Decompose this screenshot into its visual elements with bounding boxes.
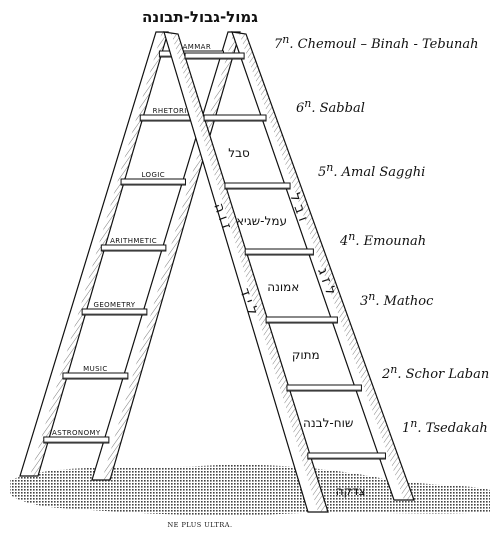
left-rung: MUSIC xyxy=(63,365,128,379)
left-rung: GEOMETRY xyxy=(82,301,147,315)
ground-shading xyxy=(10,465,490,516)
hebrew-step-word: שוח-לבנה xyxy=(303,416,353,430)
step-label: 5n. Amal Sagghi xyxy=(318,161,425,180)
step-superscript: n xyxy=(282,33,289,46)
step-name: . Sabbal xyxy=(311,101,364,116)
step-label: 3n. Mathoc xyxy=(360,290,434,309)
step-label: 4n. Emounah xyxy=(339,230,426,249)
right-rung xyxy=(185,53,244,59)
step-superscript: n xyxy=(304,97,311,110)
step-name: . Tsedakah xyxy=(417,421,487,436)
step-name: . Emounah xyxy=(355,234,426,249)
rung-label: ARITHMETIC xyxy=(110,237,157,245)
rung-label: MUSIC xyxy=(83,365,108,373)
step-superscript: n xyxy=(368,290,375,303)
step-superscript: n xyxy=(390,363,397,376)
svg-text:ו ב ל: ו ב ל xyxy=(286,191,311,224)
step-number: 3 xyxy=(360,294,368,309)
left-rung: ARITHMETIC xyxy=(101,237,166,251)
step-name: . Amal Sagghi xyxy=(333,165,425,180)
step-number: 6 xyxy=(296,101,304,116)
hebrew-step-word: מתוק xyxy=(292,348,320,362)
step-label: 7n. Chemoul – Binah - Tebunah xyxy=(274,33,479,52)
step-name: . Schor Laban xyxy=(397,367,489,382)
step-name: . Mathoc xyxy=(375,294,434,309)
step-superscript: n xyxy=(348,230,355,243)
step-label: 2n. Schor Laban xyxy=(381,363,489,382)
step-number: 2 xyxy=(381,367,390,382)
left-ladder: GRAMMARRHETORICLOGICARITHMETICGEOMETRYMU… xyxy=(20,32,240,480)
top-hebrew-title: גמול-גבול-תבונה xyxy=(142,8,258,26)
step-superscript: n xyxy=(410,417,417,430)
rung-label: RHETORIC xyxy=(153,107,192,115)
step-name: . Chemoul – Binah - Tebunah xyxy=(289,37,478,52)
left-rung: LOGIC xyxy=(121,171,185,185)
hebrew-step-word: סבל xyxy=(228,146,250,160)
hebrew-step-word: עמל-שגיא xyxy=(236,214,287,228)
step-label: 1n. Tsedakah xyxy=(402,417,488,436)
step-number: 4 xyxy=(339,234,348,249)
left-rung: ASTRONOMY xyxy=(44,429,109,443)
step-number: 1 xyxy=(402,421,410,436)
hebrew-step-word: אמונה xyxy=(267,280,299,294)
step-number: 5 xyxy=(318,165,326,180)
rung-label: ASTRONOMY xyxy=(52,429,101,437)
hebrew-step-word: צדקה xyxy=(336,484,366,498)
step-label: 6n. Sabbal xyxy=(296,97,365,116)
step-superscript: n xyxy=(326,161,333,174)
rung-label: GEOMETRY xyxy=(94,301,136,309)
caption: NE PLUS ULTRA. xyxy=(167,521,232,529)
rung-label: LOGIC xyxy=(141,171,165,179)
